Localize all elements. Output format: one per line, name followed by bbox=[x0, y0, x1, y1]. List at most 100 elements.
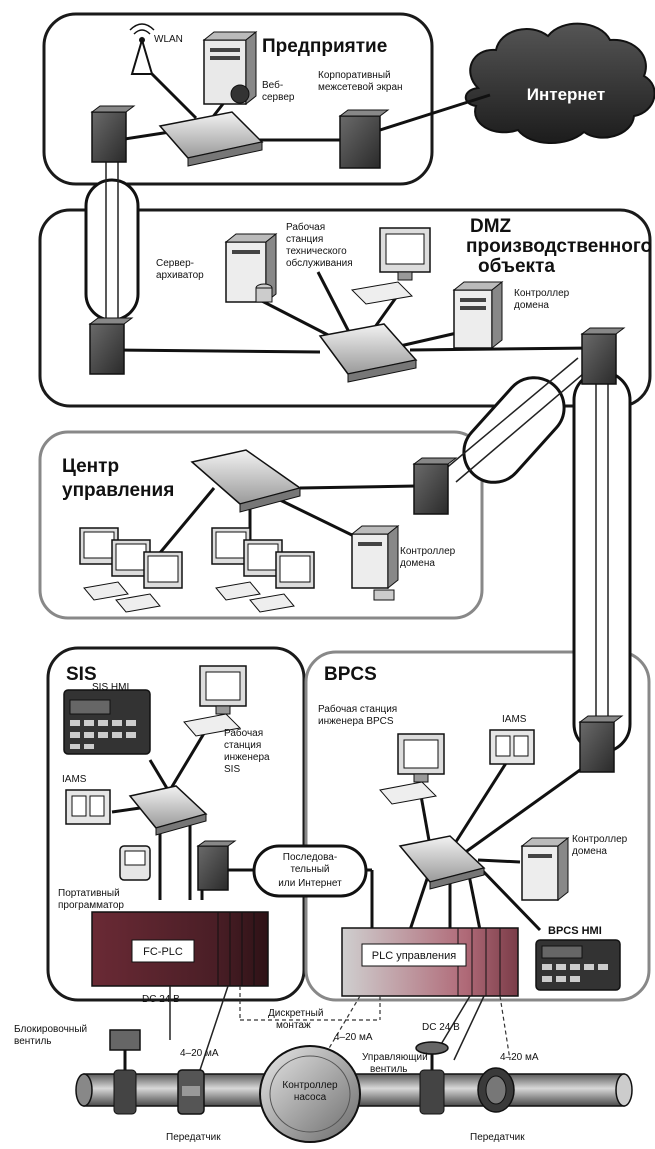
archive-server-icon bbox=[224, 232, 278, 304]
pump-label-2: насоса bbox=[294, 1092, 327, 1103]
sis-eng-label-4: SIS bbox=[224, 764, 240, 775]
dmz-dc-label-1: Контроллер bbox=[514, 288, 570, 299]
enterprise-dmz-link-capsule bbox=[84, 178, 140, 322]
sis-title: SIS bbox=[66, 664, 97, 685]
enterprise-left-firewall bbox=[90, 105, 136, 163]
bpcs-zone bbox=[304, 650, 651, 1002]
pump-controller-icon bbox=[259, 1045, 361, 1143]
block-valve-label-2: вентиль bbox=[14, 1036, 52, 1047]
control-center-firewall bbox=[412, 457, 458, 515]
bpcs-firewall bbox=[578, 715, 624, 773]
enterprise-zone-title: Предприятие bbox=[262, 36, 387, 57]
sis-eng-label-2: станция bbox=[224, 740, 261, 751]
control-valve-icon bbox=[415, 1041, 449, 1115]
dmz-left-firewall bbox=[88, 317, 134, 375]
archive-server-label-1: Сервер- bbox=[156, 258, 194, 269]
enterprise-switch bbox=[158, 111, 264, 167]
ma-mid-label: 4–20 мА bbox=[334, 1032, 373, 1043]
maint-station-label-3: технического bbox=[286, 246, 347, 257]
serial-link-label-2: тельный bbox=[290, 864, 329, 875]
firewall-label-2: межсетевой экран bbox=[318, 82, 403, 93]
control-valve-label-2: вентиль bbox=[370, 1064, 408, 1075]
portable-programmer-icon bbox=[119, 845, 151, 881]
block-valve-icon bbox=[109, 1029, 141, 1115]
wlan-antenna-icon bbox=[129, 23, 155, 75]
dmz-zone bbox=[38, 208, 652, 408]
sis-iams-icon bbox=[65, 789, 111, 825]
cc-monitor-group-right bbox=[211, 527, 315, 613]
control-center-switch bbox=[190, 449, 302, 513]
portable-label-1: Портативный bbox=[58, 888, 120, 899]
dc24-right-label: DC 24 В bbox=[422, 1022, 460, 1033]
dmz-switch bbox=[318, 323, 418, 383]
web-server-icon bbox=[202, 30, 258, 106]
sis-eng-label-3: инженера bbox=[224, 752, 270, 763]
portable-label-2: программатор bbox=[58, 900, 124, 911]
wlan-label: WLAN bbox=[154, 34, 183, 45]
serial-link-label-3: или Интернет bbox=[278, 878, 342, 889]
serial-link-capsule bbox=[252, 844, 368, 898]
right-transmitter-icon bbox=[477, 1067, 515, 1113]
bpcs-dc-label-2: домена bbox=[572, 846, 607, 857]
dmz-dc-label-2: домена bbox=[514, 300, 549, 311]
internet-label: Интернет bbox=[527, 85, 605, 104]
dmz-title-1: DMZ bbox=[470, 216, 512, 237]
fc-plc-rack bbox=[91, 911, 269, 987]
dmz-domain-controller-icon bbox=[452, 280, 504, 350]
bpcs-eng-label-1: Рабочая станция bbox=[318, 703, 397, 715]
sis-hmi-label: SIS HMI bbox=[92, 682, 129, 693]
discrete-label-1: Дискретный bbox=[268, 1008, 323, 1019]
web-server-label-2: сервер bbox=[262, 92, 295, 103]
ma-right-label: 4–20 мА bbox=[500, 1052, 539, 1063]
fc-plc-label: FC-PLC bbox=[143, 946, 183, 958]
bpcs-eng-label-2: инженера BPCS bbox=[318, 716, 394, 727]
firewall-label-1: Корпоративный bbox=[318, 70, 391, 81]
discrete-label-2: монтаж bbox=[276, 1020, 311, 1031]
bpcs-switch bbox=[398, 835, 486, 890]
control-valve-label-1: Управляющий bbox=[362, 1052, 428, 1063]
maint-station-label-2: станция bbox=[286, 234, 323, 245]
dc24-left-label: DC 24 В bbox=[142, 994, 180, 1005]
internet-cloud bbox=[464, 22, 655, 145]
sis-firewall bbox=[196, 840, 237, 891]
cc-dc-label-1: Контроллер bbox=[400, 546, 456, 557]
bpcs-hmi-label: BPCS HMI bbox=[548, 925, 602, 937]
bpcs-iams-label: IAMS bbox=[502, 714, 527, 725]
archive-server-label-2: архиватор bbox=[156, 270, 204, 281]
dmz-bpcs-link-capsule bbox=[572, 370, 632, 754]
cc-title-1: Центр bbox=[62, 456, 119, 477]
pump-label-1: Контроллер bbox=[282, 1080, 338, 1091]
bpcs-dc-label-1: Контроллер bbox=[572, 834, 628, 845]
bpcs-engineer-workstation-icon bbox=[379, 733, 445, 805]
cc-domain-controller-icon bbox=[350, 524, 400, 601]
sis-switch bbox=[128, 785, 208, 836]
dmz-title-3: объекта bbox=[478, 256, 555, 277]
sis-eng-label-1: Рабочая bbox=[224, 727, 263, 739]
left-transmitter-icon bbox=[177, 1069, 205, 1115]
bpcs-domain-controller-icon bbox=[520, 836, 570, 902]
web-server-label-1: Веб- bbox=[262, 79, 283, 91]
maintenance-workstation-icon bbox=[350, 227, 431, 305]
bpcs-hmi-icon bbox=[535, 939, 621, 991]
dmz-cc-link-capsule bbox=[443, 357, 591, 484]
sis-iams-label: IAMS bbox=[62, 774, 87, 785]
dmz-right-firewall bbox=[580, 327, 626, 385]
bpcs-plc-label: PLC управления bbox=[372, 950, 456, 962]
cc-monitor-group-left bbox=[79, 527, 183, 613]
sis-engineer-workstation-icon bbox=[183, 665, 247, 737]
ma-left-label: 4–20 мА bbox=[180, 1048, 219, 1059]
cc-dc-label-2: домена bbox=[400, 558, 435, 569]
serial-link-label-1: Последова- bbox=[283, 852, 337, 863]
maint-station-label-4: обслуживания bbox=[286, 257, 353, 269]
cc-title-2: управления bbox=[62, 480, 174, 501]
maint-station-label-1: Рабочая bbox=[286, 221, 325, 233]
block-valve-label-1: Блокировочный bbox=[14, 1024, 87, 1035]
enterprise-corporate-firewall bbox=[338, 109, 390, 169]
dmz-title-2: производственного bbox=[466, 236, 652, 257]
bpcs-plc-rack bbox=[341, 927, 519, 997]
right-transmitter-label: Передатчик bbox=[470, 1132, 525, 1143]
bpcs-iams-icon bbox=[489, 729, 535, 765]
left-transmitter-label: Передатчик bbox=[166, 1132, 221, 1143]
bpcs-title: BPCS bbox=[324, 664, 377, 685]
